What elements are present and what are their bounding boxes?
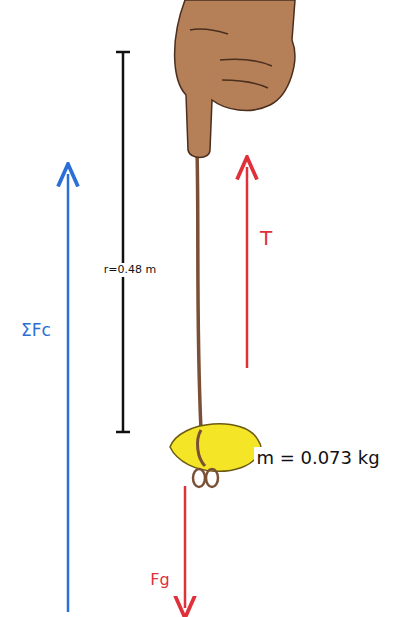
mass-label: m = 0.073 kg — [254, 447, 381, 469]
net-force-label: ΣFc — [19, 320, 53, 341]
hand — [175, 0, 295, 158]
string — [197, 150, 201, 430]
tension-label: T — [258, 226, 274, 250]
gravity-label: Fg — [148, 570, 171, 590]
radius-label: r=0.48 m — [102, 263, 158, 277]
net-force-arrow — [67, 174, 70, 612]
lemon — [170, 424, 261, 487]
gravity-arrow — [184, 486, 187, 608]
tension-arrow — [246, 167, 249, 368]
radius-bracket — [116, 52, 130, 432]
